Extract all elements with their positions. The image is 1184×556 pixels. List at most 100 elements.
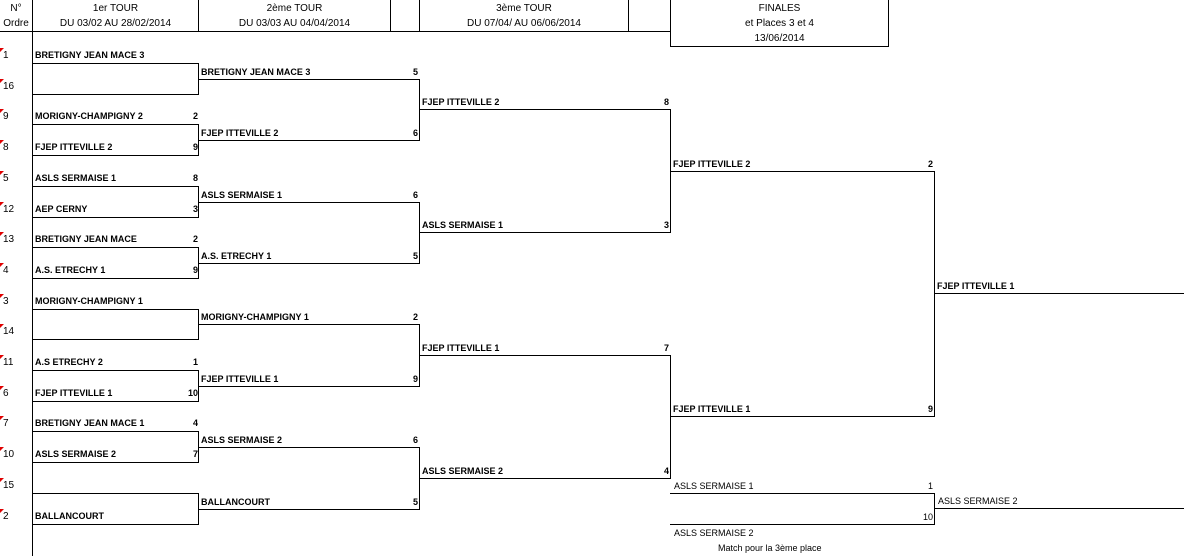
- order-number: 10: [3, 449, 15, 461]
- third-place-top-name: ASLS SERMAISE 1: [674, 481, 754, 491]
- round2-team-name: MORIGNY-CHAMPIGNY 1: [201, 312, 309, 322]
- bracket-line: [199, 447, 420, 448]
- round3-team-name: FJEP ITTEVILLE 2: [422, 97, 500, 107]
- bracket-line: [33, 63, 199, 64]
- bracket-line: [33, 401, 199, 402]
- bracket-line: [33, 524, 199, 525]
- round2-team-score: 5: [412, 250, 418, 261]
- comment-marker-icon: [0, 78, 4, 83]
- order-number: 3: [3, 295, 9, 307]
- third-place-bottom-score: 10: [922, 512, 933, 522]
- third-place-caption: Match pour la 3ème place: [718, 543, 822, 553]
- comment-marker-icon: [0, 385, 4, 390]
- order-number: 16: [3, 80, 15, 92]
- order-number: 15: [3, 479, 15, 491]
- bracket-line: [33, 155, 199, 156]
- round1-team-score: 9: [192, 264, 198, 275]
- bracket-line: [199, 263, 420, 264]
- comment-marker-icon: [0, 355, 4, 359]
- round3-team-name: ASLS SERMAISE 2: [422, 465, 504, 476]
- round2-team-score: 6: [412, 434, 418, 445]
- order-number: 13: [3, 234, 15, 246]
- round2-team-score: 2: [412, 312, 418, 322]
- order-number: 4: [3, 264, 9, 276]
- round1-team-name: AEP CERNY: [35, 203, 88, 214]
- bracket-line: [199, 324, 420, 325]
- round3-team-score: 7: [663, 342, 669, 353]
- bracket-connector: [198, 309, 199, 340]
- round1-team-name: BALLANCOURT: [35, 510, 104, 521]
- round3-team-name: FJEP ITTEVILLE 1: [422, 342, 500, 353]
- bracket-line: [33, 94, 199, 95]
- bracket-line: [420, 232, 671, 233]
- comment-marker-icon: [0, 293, 4, 298]
- semifinal-team-name: FJEP ITTEVILLE 2: [673, 158, 751, 169]
- comment-marker-icon: [0, 201, 4, 206]
- bracket-connector: [198, 63, 199, 95]
- bracket-line: [935, 293, 1184, 294]
- round3-team-score: 3: [663, 220, 669, 230]
- round1-team-score: 7: [192, 449, 198, 460]
- round1-team-score: 4: [192, 418, 198, 429]
- round1-team-score: 9: [192, 142, 198, 153]
- bracket-connector: [198, 186, 199, 218]
- bracket-connector: [198, 493, 199, 525]
- order-number: 8: [3, 142, 9, 154]
- third-place-bottom-name: ASLS SERMAISE 2: [674, 528, 754, 538]
- order-number: 11: [3, 357, 14, 368]
- round2-team-score: 5: [412, 496, 418, 507]
- bracket-connector: [198, 247, 199, 279]
- bracket-line: [671, 171, 935, 172]
- round1-team-name: ASLS SERMAISE 2: [35, 449, 117, 460]
- order-number: 6: [3, 387, 9, 399]
- round1-team-name: MORIGNY-CHAMPIGNY 2: [35, 111, 143, 122]
- round1-team-score: 10: [187, 387, 198, 398]
- round1-team-score: 2: [192, 111, 198, 122]
- round1-team-name: BRETIGNY JEAN MACE 1: [35, 418, 145, 429]
- bracket-line: [33, 278, 199, 279]
- round2-team-name: BALLANCOURT: [201, 496, 270, 507]
- round1-team-name: MORIGNY-CHAMPIGNY 1: [35, 295, 143, 306]
- semifinal-team-score: 9: [927, 404, 933, 415]
- round1-dates: DU 03/02 AU 28/02/2014: [59, 18, 172, 29]
- bracket-connector: [670, 109, 671, 233]
- round3-team-score: 8: [663, 97, 669, 107]
- round1-team-name: ASLS SERMAISE 1: [35, 172, 117, 183]
- round2-team-name: ASLS SERMAISE 1: [201, 189, 283, 200]
- bracket-line: [671, 416, 935, 417]
- third-place-winner: ASLS SERMAISE 2: [938, 496, 1018, 506]
- round2-title: 2ème TOUR: [266, 3, 323, 14]
- round1-team-name: FJEP ITTEVILLE 1: [35, 387, 113, 398]
- round2-team-name: FJEP ITTEVILLE 2: [201, 127, 279, 138]
- bracket-connector: [198, 370, 199, 402]
- round2-team-name: A.S. ETRECHY 1: [201, 250, 272, 261]
- round1-team-name: BRETIGNY JEAN MACE: [35, 234, 137, 245]
- order-number: 1: [3, 50, 9, 61]
- round2-team-name: FJEP ITTEVILLE 1: [201, 373, 279, 384]
- round3-title: 3ème TOUR: [496, 3, 552, 14]
- round2-team-name: ASLS SERMAISE 2: [201, 434, 283, 445]
- bracket-line: [33, 493, 199, 494]
- bracket-connector: [419, 324, 420, 387]
- round1-team-name: A.S ETRECHY 2: [35, 357, 103, 367]
- order-number: 5: [3, 172, 9, 184]
- round1-team-score: 3: [192, 203, 198, 214]
- header-no: N°: [10, 3, 22, 14]
- comment-marker-icon: [0, 262, 4, 267]
- bracket-line: [199, 509, 420, 510]
- bracket-connector: [198, 124, 199, 156]
- bracket-line: [33, 247, 199, 248]
- round2-team-name: BRETIGNY JEAN MACE 3: [201, 66, 311, 77]
- comment-marker-icon: [0, 109, 4, 114]
- order-number: 12: [3, 203, 15, 215]
- round1-team-score: 2: [192, 234, 198, 245]
- comment-marker-icon: [0, 140, 4, 145]
- bracket-line: [33, 462, 199, 463]
- third-place-top-score: 1: [927, 481, 933, 491]
- bracket-line: [199, 79, 420, 80]
- comment-marker-icon: [0, 447, 4, 452]
- bracket-line: [420, 478, 671, 479]
- round3-team-name: ASLS SERMAISE 1: [422, 220, 504, 230]
- comment-marker-icon: [0, 170, 4, 175]
- round2-team-score: 6: [412, 189, 418, 200]
